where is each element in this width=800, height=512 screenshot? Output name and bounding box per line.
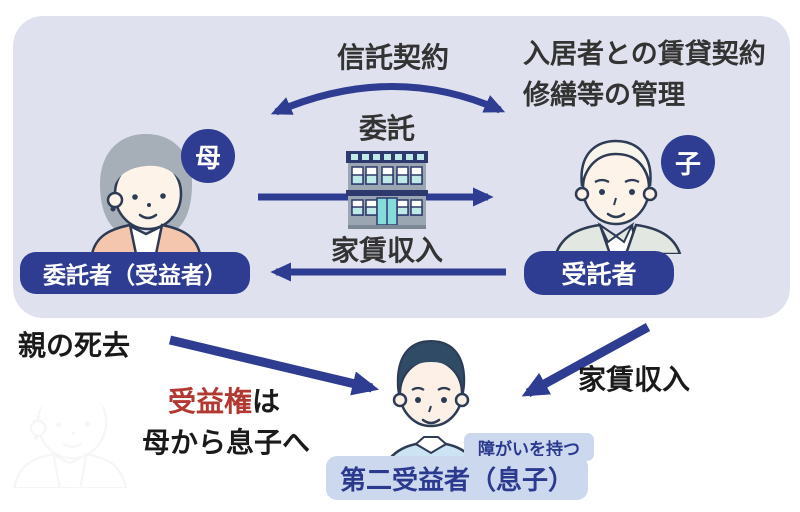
note-maintenance: 修繕等の管理 bbox=[523, 80, 685, 111]
mother-avatar bbox=[90, 134, 202, 254]
delegation-label: 委託 bbox=[359, 112, 416, 145]
note-rental-contract: 入居者との賃貸契約 bbox=[523, 39, 766, 70]
parent-death-label: 親の死去 bbox=[18, 329, 131, 362]
inheritance-arrow bbox=[168, 335, 380, 396]
benefit-transfer-text: 母から息子へ bbox=[142, 426, 311, 459]
son-badge: 子 bbox=[661, 135, 715, 189]
benefit-right-text: 受益権は bbox=[168, 385, 281, 418]
second-beneficiary-label: 第二受益者（息子） bbox=[326, 456, 588, 500]
rent-income-bottom-label: 家賃収入 bbox=[578, 363, 691, 396]
benefit-right-red-text: 受益権 bbox=[168, 385, 253, 418]
trust-contract-label: 信託契約 bbox=[337, 41, 450, 74]
rent-income-top-label: 家賃収入 bbox=[331, 234, 444, 267]
benefit-right-suffix-text: は bbox=[252, 385, 281, 418]
ghost-mother-avatar bbox=[13, 360, 127, 488]
mother-badge: 母 bbox=[181, 129, 235, 183]
apartment-building-icon bbox=[346, 151, 428, 229]
son-avatar bbox=[554, 139, 682, 254]
mother-role-label: 委託者（受益者） bbox=[20, 252, 250, 294]
son-role-label: 受託者 bbox=[524, 251, 674, 295]
